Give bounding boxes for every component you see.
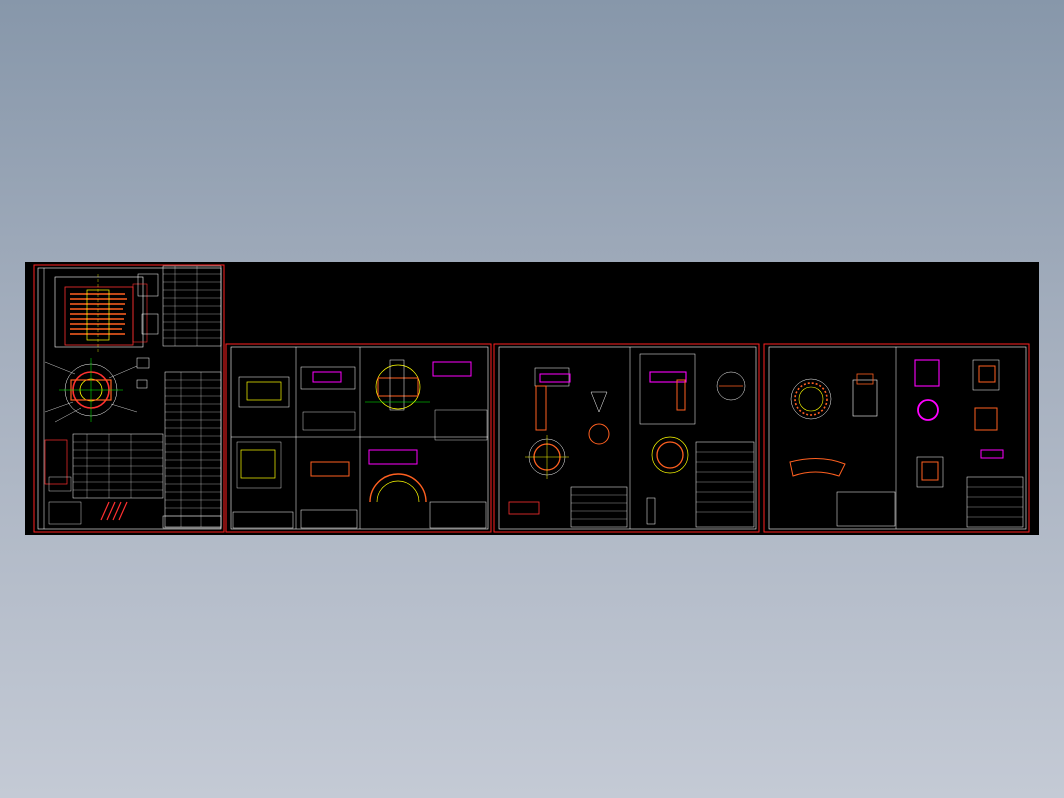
assembly-nozzle-table	[44, 433, 222, 529]
sheet-details-1[interactable]	[225, 343, 492, 533]
assembly-main-view	[54, 273, 159, 354]
cad-drawing-canvas	[25, 262, 1039, 535]
cad-drawing-viewport[interactable]	[25, 262, 1039, 535]
sheet-assembly[interactable]	[33, 264, 225, 533]
assembly-plan-view	[44, 357, 150, 423]
sheet-details-2[interactable]	[493, 343, 760, 533]
sheet-details-3[interactable]	[763, 343, 1030, 533]
assembly-parts-list	[162, 265, 222, 528]
